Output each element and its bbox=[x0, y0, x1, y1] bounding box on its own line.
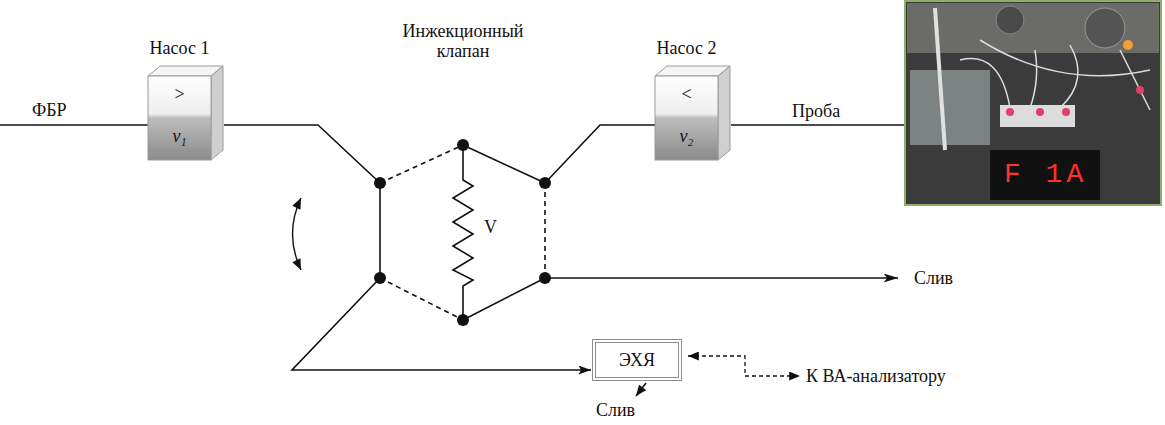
valve-channel-off bbox=[380, 278, 463, 320]
valve-channel bbox=[463, 278, 545, 320]
valve-channel bbox=[379, 183, 381, 278]
flow-label: Слив bbox=[596, 400, 635, 420]
photo-fitting bbox=[1006, 108, 1014, 116]
photo-pump bbox=[1085, 8, 1125, 48]
port-dot bbox=[457, 314, 469, 326]
injection-valve: Инжекционный клапанV bbox=[380, 145, 545, 320]
waste-arrow bbox=[545, 277, 898, 279]
pump-box: Насос 1>v₁ bbox=[148, 66, 224, 160]
photo-fitting bbox=[1062, 108, 1070, 116]
valve-channel-off bbox=[544, 183, 546, 278]
flow-label: К ВА-анализатору bbox=[806, 366, 946, 386]
cell-label: ЭХЯ bbox=[596, 350, 678, 370]
photo-tube bbox=[960, 59, 1010, 108]
rotation-arrow bbox=[293, 198, 302, 270]
pump-label: Насос 1 bbox=[128, 38, 231, 58]
valve-ports bbox=[374, 139, 551, 326]
electrochemical-cell: ЭХЯ bbox=[592, 339, 682, 381]
pump-box: Насос 2<v₂ bbox=[655, 66, 731, 160]
photo-tube bbox=[1120, 50, 1150, 110]
display-readout: F 1A bbox=[1004, 160, 1087, 190]
valve-label: Инжекционный клапан bbox=[393, 21, 533, 61]
photo-pump bbox=[996, 6, 1024, 34]
port-dot bbox=[457, 139, 469, 151]
flow-line bbox=[224, 125, 380, 183]
photo-frame bbox=[905, 1, 1161, 205]
photo-cell-block bbox=[1000, 105, 1075, 127]
flow-rate: v₂ bbox=[655, 126, 718, 146]
photo-display bbox=[990, 150, 1100, 200]
waste-arrow bbox=[636, 383, 646, 396]
pump-side-face bbox=[211, 66, 223, 160]
photo-electrode bbox=[935, 8, 945, 150]
pump-top-face bbox=[655, 66, 730, 76]
setup-photo bbox=[905, 1, 1161, 205]
flow-line bbox=[292, 278, 591, 370]
pump-front-face bbox=[655, 76, 718, 160]
flow-label: Проба bbox=[792, 101, 840, 121]
photo-fitting bbox=[1136, 86, 1144, 94]
pump-top-face bbox=[148, 66, 223, 76]
photo-tube bbox=[980, 40, 1150, 76]
valve-channel bbox=[463, 145, 545, 183]
flow-label: Слив bbox=[914, 268, 953, 288]
flow-label: ФБР bbox=[32, 100, 67, 120]
flow-direction: < bbox=[655, 84, 718, 104]
flow-rate: v₁ bbox=[148, 126, 211, 146]
valve-channel-off bbox=[380, 145, 463, 183]
injection-valve bbox=[380, 145, 545, 320]
pump-side-face bbox=[718, 66, 730, 160]
pump-label: Насос 2 bbox=[635, 38, 738, 58]
pump-front-face bbox=[148, 76, 211, 160]
signal-line bbox=[688, 356, 800, 376]
loop-volume: V bbox=[484, 217, 497, 237]
photo-shelf bbox=[907, 3, 1159, 53]
photo-tubes bbox=[960, 40, 1150, 110]
photo-fitting bbox=[1123, 40, 1133, 50]
inlet-line bbox=[0, 124, 148, 126]
photo-fitting bbox=[1036, 108, 1044, 116]
flow-direction: > bbox=[148, 84, 211, 104]
photo-vessel bbox=[910, 70, 990, 145]
sample-loop bbox=[453, 145, 473, 320]
flow-line bbox=[545, 125, 655, 183]
photo-tube bbox=[1060, 45, 1078, 108]
sample-line bbox=[731, 124, 905, 126]
photo-tube bbox=[1030, 50, 1037, 108]
